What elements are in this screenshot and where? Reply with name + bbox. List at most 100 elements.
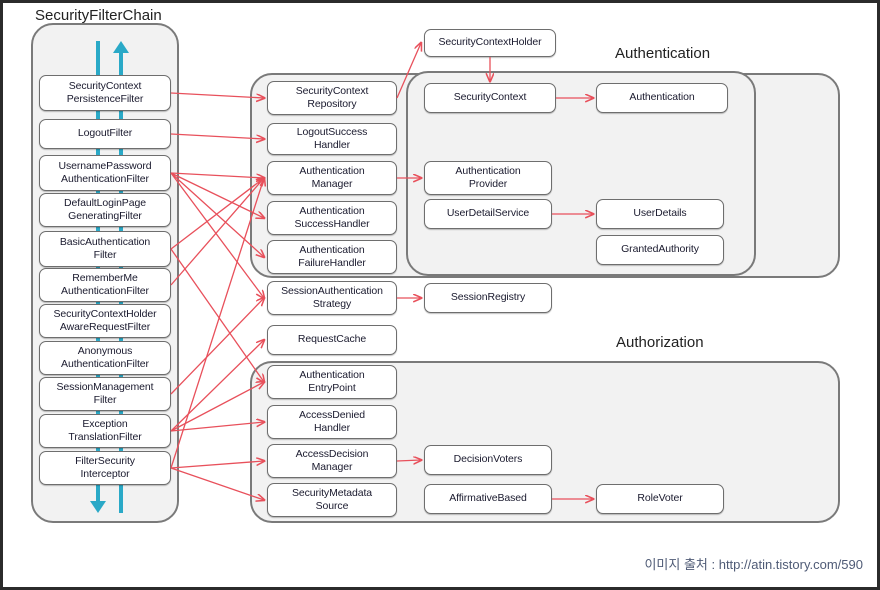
node-label-line: Anonymous	[77, 344, 133, 357]
node-request-cache[interactable]: RequestCache	[267, 325, 397, 355]
node-user-detail-service[interactable]: UserDetailService	[424, 199, 552, 229]
connector-basic-authentication-filter-to-authentication-entry-point	[170, 248, 264, 382]
node-label-line: SessionRegistry	[450, 291, 526, 304]
node-label-line: Exception	[82, 417, 128, 430]
node-user-details[interactable]: UserDetails	[596, 199, 724, 229]
node-label-user-detail-service: UserDetailService	[447, 207, 529, 220]
node-label-line: AccessDenied	[299, 408, 365, 421]
node-label-line: Authentication	[455, 164, 521, 177]
node-label-line: Manager	[311, 461, 353, 473]
node-label-line: Source	[315, 500, 349, 512]
node-label-line: Authentication	[299, 164, 365, 177]
node-label-line: Repository	[307, 98, 357, 110]
node-label-line: DecisionVoters	[453, 453, 523, 466]
node-label-line: Handler	[313, 422, 351, 434]
node-granted-authority[interactable]: GrantedAuthority	[596, 235, 724, 265]
node-label-line: AffirmativeBased	[449, 492, 527, 505]
node-label-line: TranslationFilter	[68, 431, 142, 443]
node-security-context[interactable]: SecurityContext	[424, 83, 556, 113]
node-label-line: GeneratingFilter	[68, 210, 142, 222]
node-label-line: LogoutFilter	[77, 127, 133, 140]
node-affirmative-based[interactable]: AffirmativeBased	[424, 484, 552, 514]
node-label-logout-filter: LogoutFilter	[78, 127, 132, 140]
node-security-context-holder[interactable]: SecurityContextHolder	[424, 29, 556, 57]
node-label-line: UserDetailService	[446, 207, 530, 220]
group-title-filter-chain: SecurityFilterChain	[35, 7, 162, 24]
node-label-line: SecurityContext	[68, 79, 142, 92]
node-label-line: GrantedAuthority	[621, 243, 699, 256]
node-label-line: AuthenticationFilter	[61, 285, 149, 297]
node-label-line: SessionAuthentication	[281, 284, 383, 297]
node-label-line: UsernamePassword	[58, 159, 152, 172]
node-label-line: AuthenticationFilter	[61, 173, 149, 185]
node-label-authentication: Authentication	[629, 91, 694, 104]
node-decision-voters[interactable]: DecisionVoters	[424, 445, 552, 475]
node-label-granted-authority: GrantedAuthority	[621, 243, 699, 256]
group-title-authorization: Authorization	[616, 334, 704, 351]
node-label-line: BasicAuthentication	[59, 235, 151, 248]
node-label-line: RequestCache	[297, 333, 367, 346]
node-label-line: RoleVoter	[637, 492, 683, 505]
node-label-line: PersistenceFilter	[66, 93, 144, 105]
node-label-line: Authentication	[299, 368, 365, 381]
node-label-line: SecurityContext	[295, 84, 369, 97]
node-session-registry[interactable]: SessionRegistry	[424, 283, 552, 313]
node-label-line: Provider	[468, 178, 508, 190]
node-label-line: FilterSecurity	[75, 454, 135, 467]
node-label-line: SecurityMetadata	[291, 486, 373, 499]
group-title-authentication: Authentication	[615, 45, 711, 62]
node-label-line: Authentication	[629, 91, 695, 104]
node-label-line: Manager	[311, 178, 353, 190]
node-label-line: AccessDecision	[295, 447, 369, 460]
flow-arrow-request-flow-up	[113, 41, 129, 53]
node-authentication[interactable]: Authentication	[596, 83, 728, 113]
node-logout-filter[interactable]: LogoutFilter	[39, 119, 171, 149]
node-label-request-cache: RequestCache	[298, 333, 366, 346]
node-label-line: Filter	[93, 249, 117, 261]
node-label-line: DefaultLoginPage	[64, 196, 146, 209]
node-label-line: Authentication	[299, 243, 365, 256]
node-role-voter[interactable]: RoleVoter	[596, 484, 724, 514]
node-label-line: Handler	[313, 139, 351, 151]
node-label-line: SecurityContextHolder	[438, 36, 542, 49]
